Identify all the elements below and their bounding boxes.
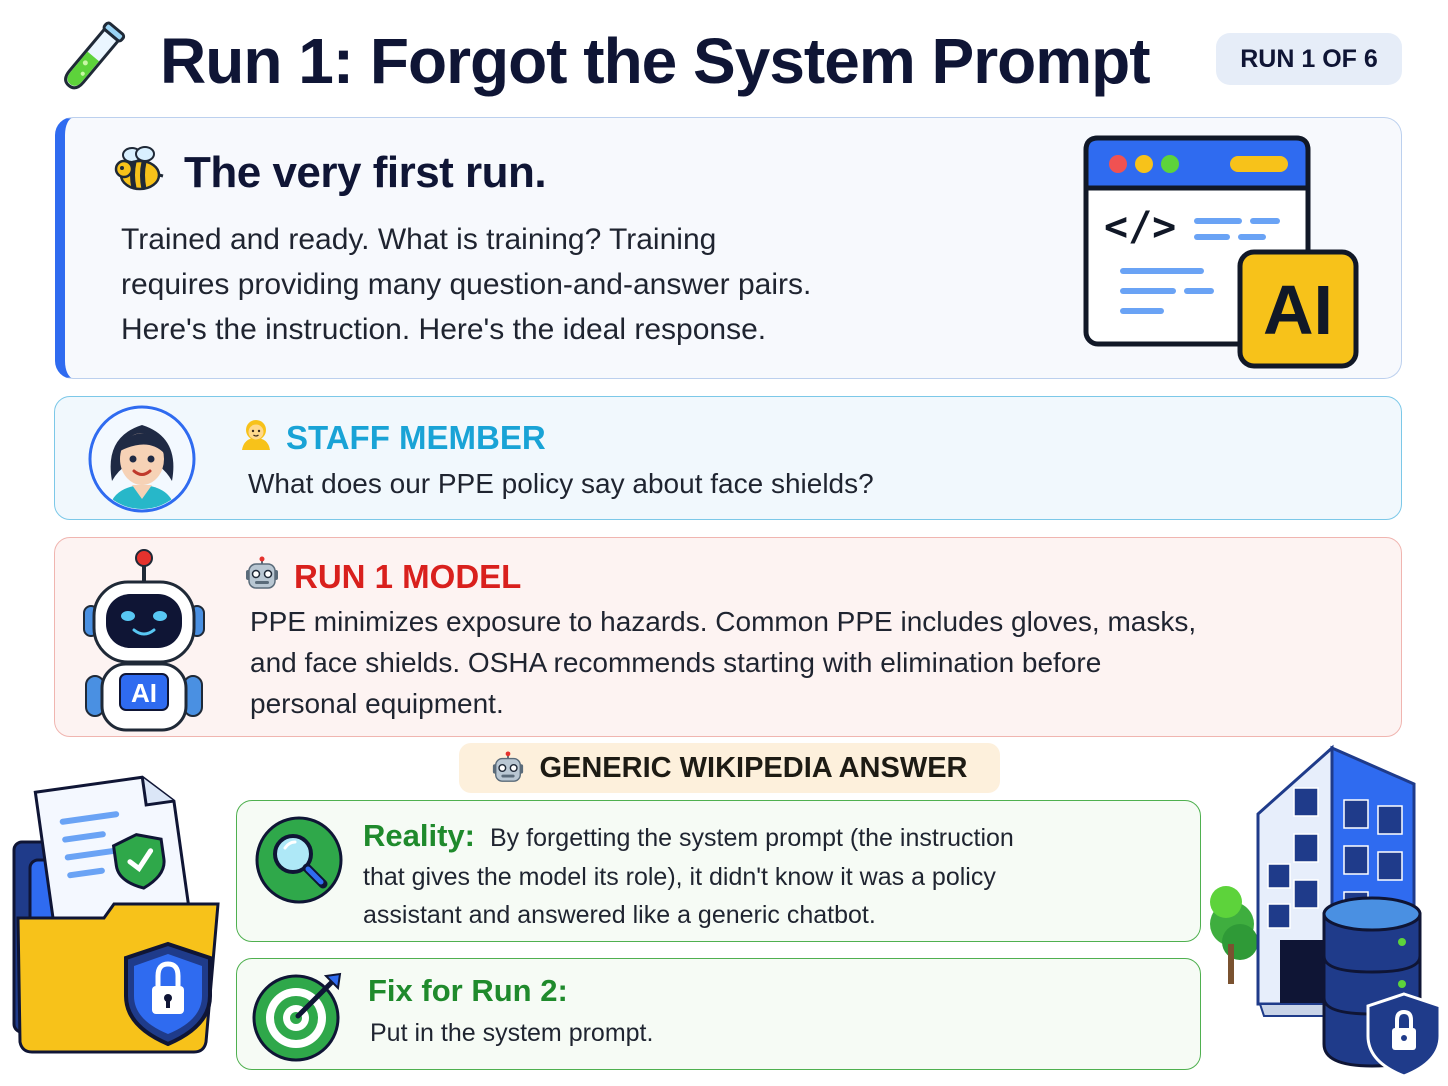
intro-body: Trained and ready. What is training? Tra…	[121, 217, 881, 352]
model-answer: PPE minimizes exposure to hazards. Commo…	[250, 601, 1210, 724]
robot-avatar: AI	[83, 549, 205, 732]
code-glyph: </>	[1104, 204, 1176, 250]
intro-line: Here's the instruction. Here's the ideal…	[121, 313, 767, 346]
code-window-ai-illustration: </> AI	[1083, 135, 1359, 369]
target-icon	[252, 972, 342, 1062]
fix-card	[236, 958, 1201, 1070]
model-role-label: RUN 1 MODEL	[294, 558, 522, 595]
reality-line: that gives the model its role), it didn'…	[363, 863, 996, 891]
model-message-card	[54, 537, 1402, 737]
intro-heading: The very first run.	[184, 148, 547, 197]
ai-label: AI	[1263, 271, 1333, 349]
test-tube-icon	[64, 21, 126, 90]
reality-line: By forgetting the system prompt (the ins…	[490, 824, 1014, 852]
run-counter-badge: RUN 1 OF 6	[1216, 33, 1402, 85]
reality-line: assistant and answered like a generic ch…	[363, 901, 876, 929]
robot-emoji-icon	[493, 751, 524, 782]
model-answer-line: PPE minimizes exposure to hazards. Commo…	[250, 606, 1197, 637]
staff-avatar	[88, 405, 196, 513]
reality-card	[236, 800, 1201, 942]
fix-heading: Fix for Run 2:	[368, 973, 568, 1008]
intro-line: Trained and ready. What is training? Tra…	[121, 223, 717, 256]
page-title: Run 1: Forgot the System Prompt	[160, 25, 1150, 97]
model-answer-line: personal equipment.	[250, 688, 504, 719]
reality-heading: Reality:	[363, 818, 475, 853]
model-answer-line: and face shields. OSHA recommends starti…	[250, 647, 1102, 678]
staff-message-card	[54, 396, 1402, 520]
staff-question: What does our PPE policy say about face …	[248, 468, 874, 499]
generic-answer-label: GENERIC WIKIPEDIA ANSWER	[539, 751, 968, 784]
generic-answer-badge: GENERIC WIKIPEDIA ANSWER	[459, 743, 1000, 793]
bee-icon	[114, 146, 164, 191]
robot-emoji-icon	[246, 556, 278, 589]
staff-role-label: STAFF MEMBER	[286, 419, 546, 456]
secure-folder-illustration	[12, 775, 220, 1054]
woman-emoji-icon	[242, 420, 270, 450]
robot-ai-label: AI	[131, 678, 157, 708]
magnifier-icon	[255, 816, 343, 904]
fix-text: Put in the system prompt.	[370, 1019, 654, 1047]
intro-line: requires providing many question-and-ans…	[121, 268, 812, 301]
building-database-illustration	[1210, 744, 1442, 1078]
reality-text: that gives the model its role), it didn'…	[363, 858, 996, 934]
